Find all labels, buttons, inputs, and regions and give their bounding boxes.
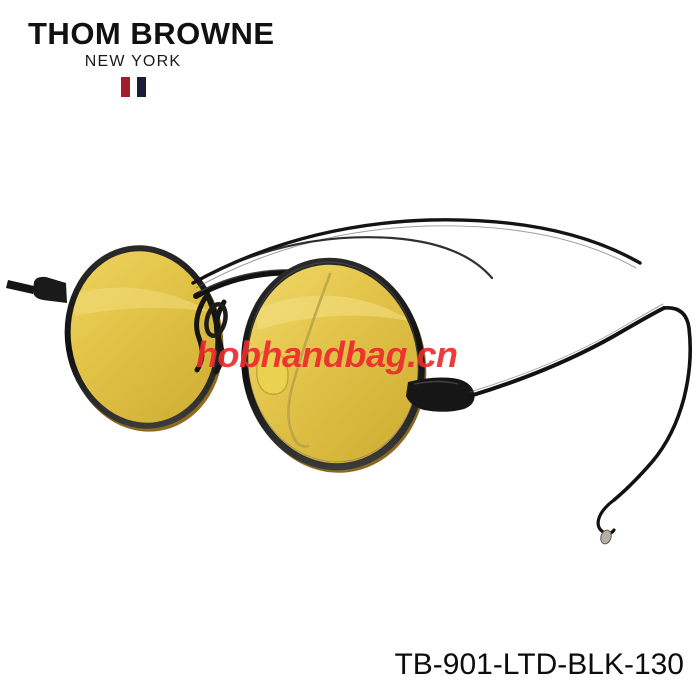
left-lens-assembly [6, 245, 224, 432]
temple-arm-highlight [469, 303, 664, 393]
right-lens-rim-highlight [247, 261, 419, 463]
temple-wire-tip-through-lens [293, 438, 310, 448]
right-end-piece [406, 377, 475, 412]
product-code: TB-901-LTD-BLK-130 [394, 648, 684, 681]
brand-stripes [28, 77, 238, 97]
hinge-block [406, 377, 475, 412]
stripe-red [120, 77, 130, 97]
left-lens-glass [67, 248, 219, 426]
stripe-navy [136, 77, 146, 97]
nose-pad-arm-right [213, 299, 227, 375]
temple-wire-through-lens [287, 272, 332, 442]
top-brow-bar-highlight [195, 225, 637, 289]
left-temple-arm [214, 236, 494, 280]
sunglasses-illustration [6, 218, 693, 545]
temple-tip [600, 529, 612, 545]
right-lens-rim [241, 257, 425, 471]
temple-arm-straight [468, 306, 666, 398]
top-brow-bar [191, 218, 642, 285]
right-temple-arm [468, 303, 693, 545]
product-photo [0, 170, 700, 590]
brand-city: NEW YORK [84, 53, 182, 70]
right-lens-reflection [255, 295, 414, 330]
left-temple-stub [6, 280, 34, 294]
hinge-block-highlight [413, 380, 459, 385]
brand-logo: THOM BROWNE NEW YORK [28, 16, 275, 97]
right-lens-assembly [241, 257, 427, 473]
brand-name: THOM BROWNE [28, 16, 275, 51]
temple-cable-curl [612, 306, 693, 502]
nose-pad-coil [204, 302, 228, 338]
nose-pad-arm-left [194, 295, 208, 373]
nose-pad-near [255, 351, 289, 395]
left-end-piece [33, 276, 67, 303]
temple-cable-hook [596, 498, 616, 536]
left-lens-reflection [72, 287, 212, 316]
